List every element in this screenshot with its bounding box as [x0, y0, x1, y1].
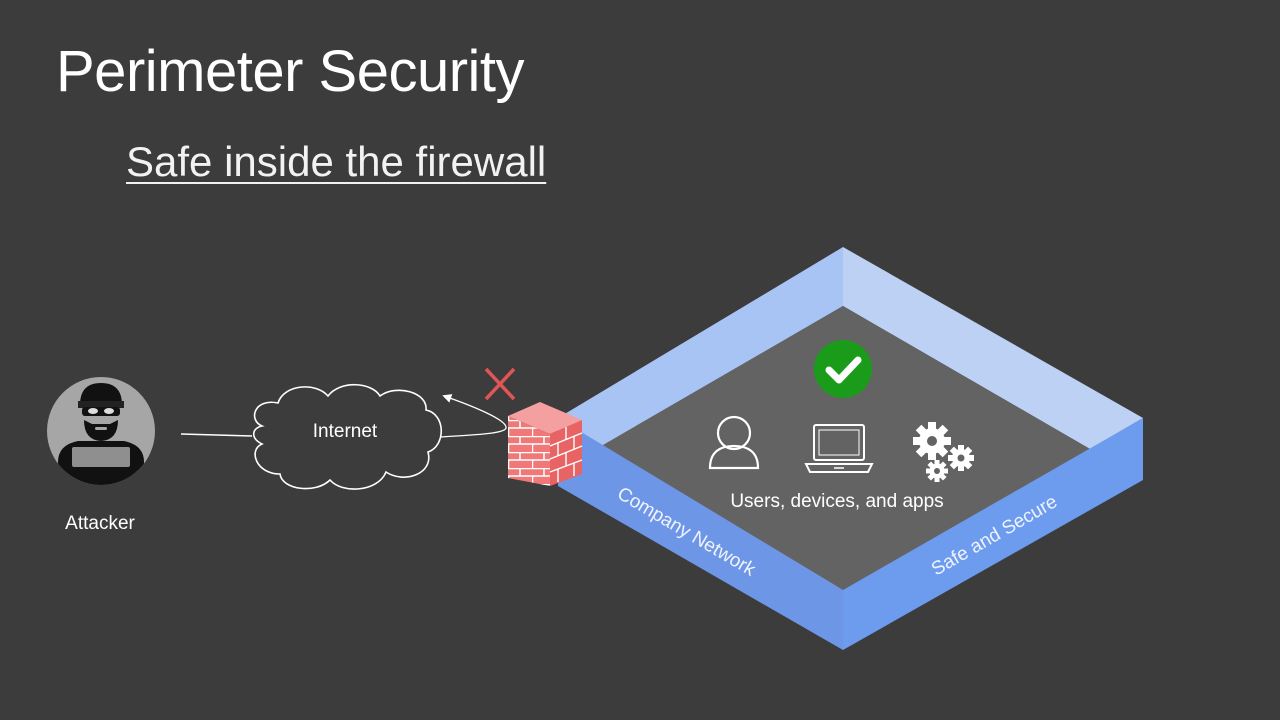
user-icon [708, 415, 760, 470]
firewall-icon [508, 402, 583, 486]
attacker-to-internet-line [180, 433, 253, 437]
front-wall-right [843, 418, 1143, 650]
slide-subtitle: Safe inside the firewall [126, 138, 547, 185]
cloud-icon [252, 384, 442, 490]
attacker-label: Attacker [65, 513, 135, 534]
internet-label: Internet [313, 421, 378, 442]
back-wall-right [843, 247, 1143, 449]
bounce-arrow [439, 394, 507, 438]
blocked-x-icon [484, 367, 516, 401]
checkmark-icon [814, 340, 872, 398]
company-network-box [558, 247, 1143, 650]
slide-title: Perimeter Security [56, 39, 525, 104]
assets-label: Users, devices, and apps [730, 491, 943, 512]
attacker-icon [47, 377, 155, 485]
laptop-icon [804, 424, 874, 473]
front-wall-left [558, 418, 843, 650]
back-wall-left [558, 247, 843, 448]
